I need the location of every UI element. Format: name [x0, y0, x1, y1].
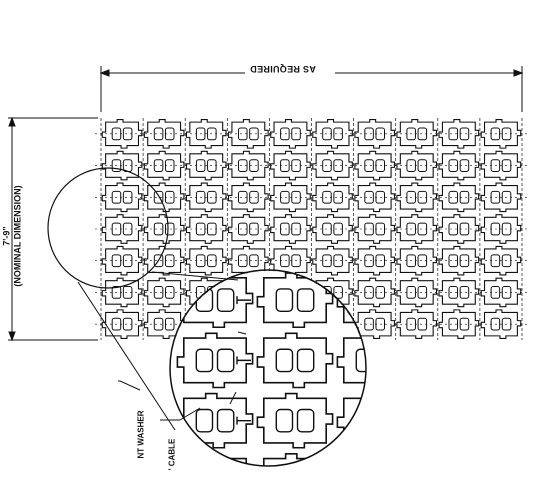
- mat-block: [438, 182, 480, 213]
- mat-block: [228, 214, 269, 244]
- detail-circle-large: [169, 269, 367, 467]
- magnified-block: [417, 394, 492, 448]
- mat-block: [143, 150, 185, 181]
- detail-background: [171, 271, 365, 465]
- magnified-block: [256, 452, 334, 466]
- cable-callout: ' CABLE: [167, 438, 177, 471]
- magnified-block: [176, 452, 254, 466]
- width-dimension-line: [8, 116, 98, 342]
- mat-block: [438, 309, 480, 339]
- mat-block: [228, 182, 269, 213]
- magnified-block: [256, 392, 334, 449]
- mat-block: [354, 245, 395, 276]
- detail-leader-lines: [77, 271, 239, 431]
- magnified-block: [417, 454, 492, 486]
- mat-block: [228, 119, 269, 149]
- magnified-block: [176, 332, 254, 389]
- detail-circle-small: [47, 167, 169, 289]
- mat-block: [438, 277, 480, 308]
- mat-block: [438, 119, 480, 149]
- magnified-block: [497, 454, 539, 486]
- mat-block: [438, 214, 480, 244]
- washer-callout: NT WASHER: [136, 410, 146, 459]
- magnified-block: [256, 332, 334, 389]
- mat-block: [438, 150, 480, 181]
- width-dimension-note: (NOMINAL DIMENSION): [12, 185, 23, 287]
- length-dimension-line: [99, 66, 524, 112]
- mat-block: [228, 150, 269, 181]
- magnified-block: [336, 452, 366, 466]
- length-dimension-label: AS REQUIRED: [250, 64, 316, 74]
- magnified-block: [497, 394, 539, 448]
- mat-grid: [95, 118, 528, 465]
- magnified-block: [417, 333, 492, 387]
- callout-leaders: [118, 331, 247, 421]
- mat-block: [354, 182, 395, 213]
- width-dimension-value: 7'-9": [1, 226, 12, 246]
- width-dimension-label: 7'-9" (NOMINAL DIMENSION): [2, 185, 24, 286]
- mat-block: [438, 245, 480, 276]
- magnified-block: [497, 333, 539, 387]
